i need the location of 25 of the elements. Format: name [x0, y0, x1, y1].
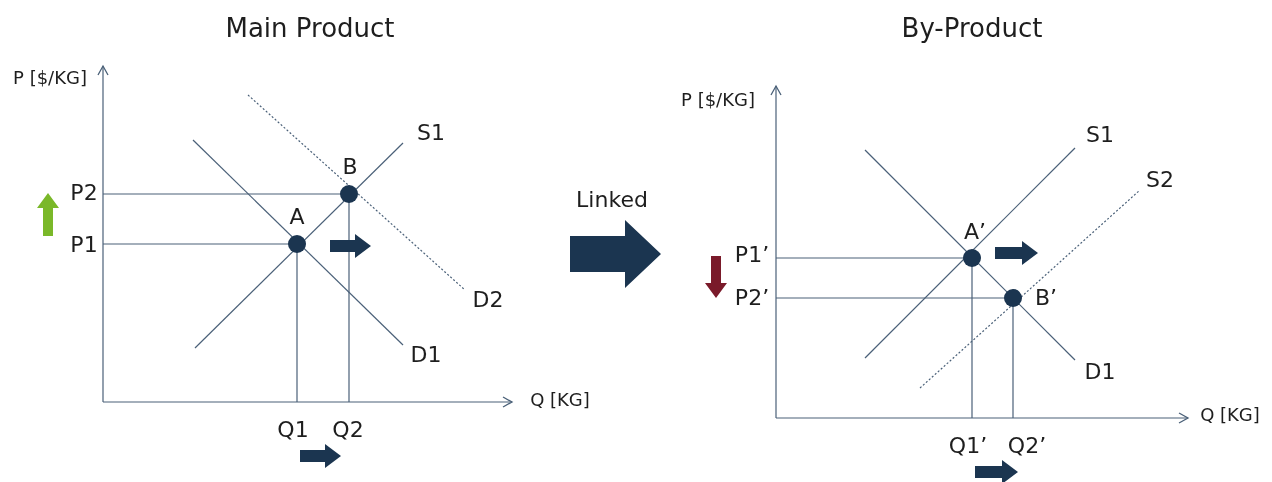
price-label: P2	[70, 180, 98, 206]
point-label: A	[289, 204, 305, 230]
quantity-label: Q2	[332, 417, 364, 443]
panel-title: By-Product	[901, 13, 1043, 43]
panel-title: Main Product	[225, 13, 395, 43]
axis-label: P [$/KG]	[681, 90, 755, 110]
quantity-label: Q1’	[948, 433, 988, 459]
price-label: P2’	[734, 285, 770, 311]
curve-label: S2	[1146, 167, 1174, 193]
curve-label: S1	[417, 120, 445, 146]
axis-label: Q [KG]	[530, 390, 590, 410]
curve-label: D1	[410, 342, 442, 368]
point-label: B	[342, 154, 358, 180]
curve-label: D2	[472, 287, 504, 313]
curve-label: S1	[1086, 122, 1114, 148]
axis-label: Q [KG]	[1200, 405, 1260, 425]
price-label: P1	[70, 232, 98, 258]
axis-label: P [$/KG]	[13, 68, 87, 88]
point-label: A’	[964, 219, 986, 245]
quantity-label: Q1	[277, 417, 309, 443]
curve-label: D1	[1084, 359, 1116, 385]
price-label: P1’	[734, 242, 770, 268]
point-label: B’	[1034, 285, 1058, 311]
arrow-label: Linked	[576, 187, 648, 213]
quantity-label: Q2’	[1007, 433, 1047, 459]
